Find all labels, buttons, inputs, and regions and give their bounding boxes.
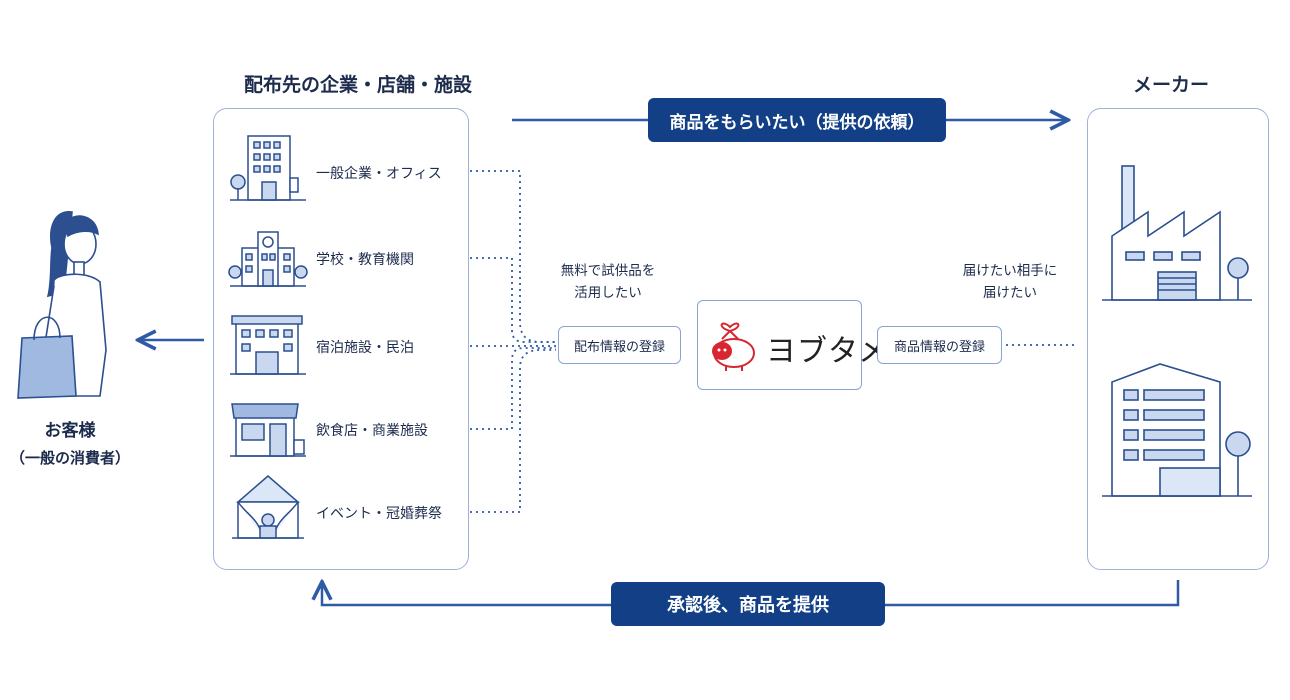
item-label-event: イベント・冠婚葬祭: [316, 506, 442, 522]
item-label-hotel: 宿泊施設・民泊: [316, 340, 414, 356]
left-note: 無料で試供品を 活用したい: [538, 260, 678, 304]
item-label-shop: 飲食店・商業施設: [316, 423, 428, 439]
product-info-registration[interactable]: 商品情報の登録: [877, 326, 1002, 364]
sheep-gift-icon: [712, 322, 755, 371]
factory-icon: [1102, 165, 1252, 301]
item-label-school: 学校・教育機関: [316, 252, 414, 268]
distribution-info-registration[interactable]: 配布情報の登録: [558, 326, 681, 364]
list-item-shop: 飲食店・商業施設: [228, 390, 468, 470]
left-note-line1: 無料で試供品を: [560, 263, 656, 279]
list-item-school: 学校・教育機関: [228, 218, 468, 298]
request-flow-label: 商品をもらいたい（提供の依頼）: [648, 98, 946, 142]
list-item-office: 一般企業・オフィス: [228, 130, 468, 210]
logo-text: ヨブタメ: [766, 334, 890, 369]
right-panel-title: メーカー: [1133, 74, 1210, 96]
right-note: 届けたい相手に 届けたい: [940, 260, 1080, 304]
customer-label: お客様 （一般の消費者）: [0, 416, 140, 468]
school-icon: [228, 231, 308, 287]
right-note-line2: 届けたい: [983, 285, 1037, 301]
item-label-office: 一般企業・オフィス: [316, 166, 442, 182]
dotted-connector-2: [458, 257, 556, 343]
office-building-icon: [230, 135, 306, 201]
yobutame-logo-card[interactable]: ヨブタメ: [697, 300, 888, 390]
hotel-icon: [230, 315, 306, 375]
dotted-connector-5: [458, 349, 556, 513]
right-note-line1: 届けたい相手に: [962, 263, 1058, 279]
customer-title: お客様: [44, 421, 96, 441]
dotted-connector-1: [458, 170, 556, 343]
left-note-line2: 活用したい: [574, 285, 642, 301]
event-tent-icon: [232, 475, 304, 539]
left-panel-title: 配布先の企業・店舗・施設: [244, 74, 473, 96]
manufacturer-building-icon: [1102, 363, 1252, 497]
list-item-event: イベント・冠婚葬祭: [228, 472, 468, 552]
provide-flow-label: 承認後、商品を提供: [611, 582, 885, 626]
dotted-connector-4: [458, 347, 556, 430]
shop-icon: [230, 403, 306, 457]
woman-with-bag-icon: [17, 211, 107, 399]
customer-subtitle: （一般の消費者）: [9, 449, 130, 467]
customer-figure: [14, 200, 124, 400]
list-item-hotel: 宿泊施設・民泊: [228, 306, 468, 386]
